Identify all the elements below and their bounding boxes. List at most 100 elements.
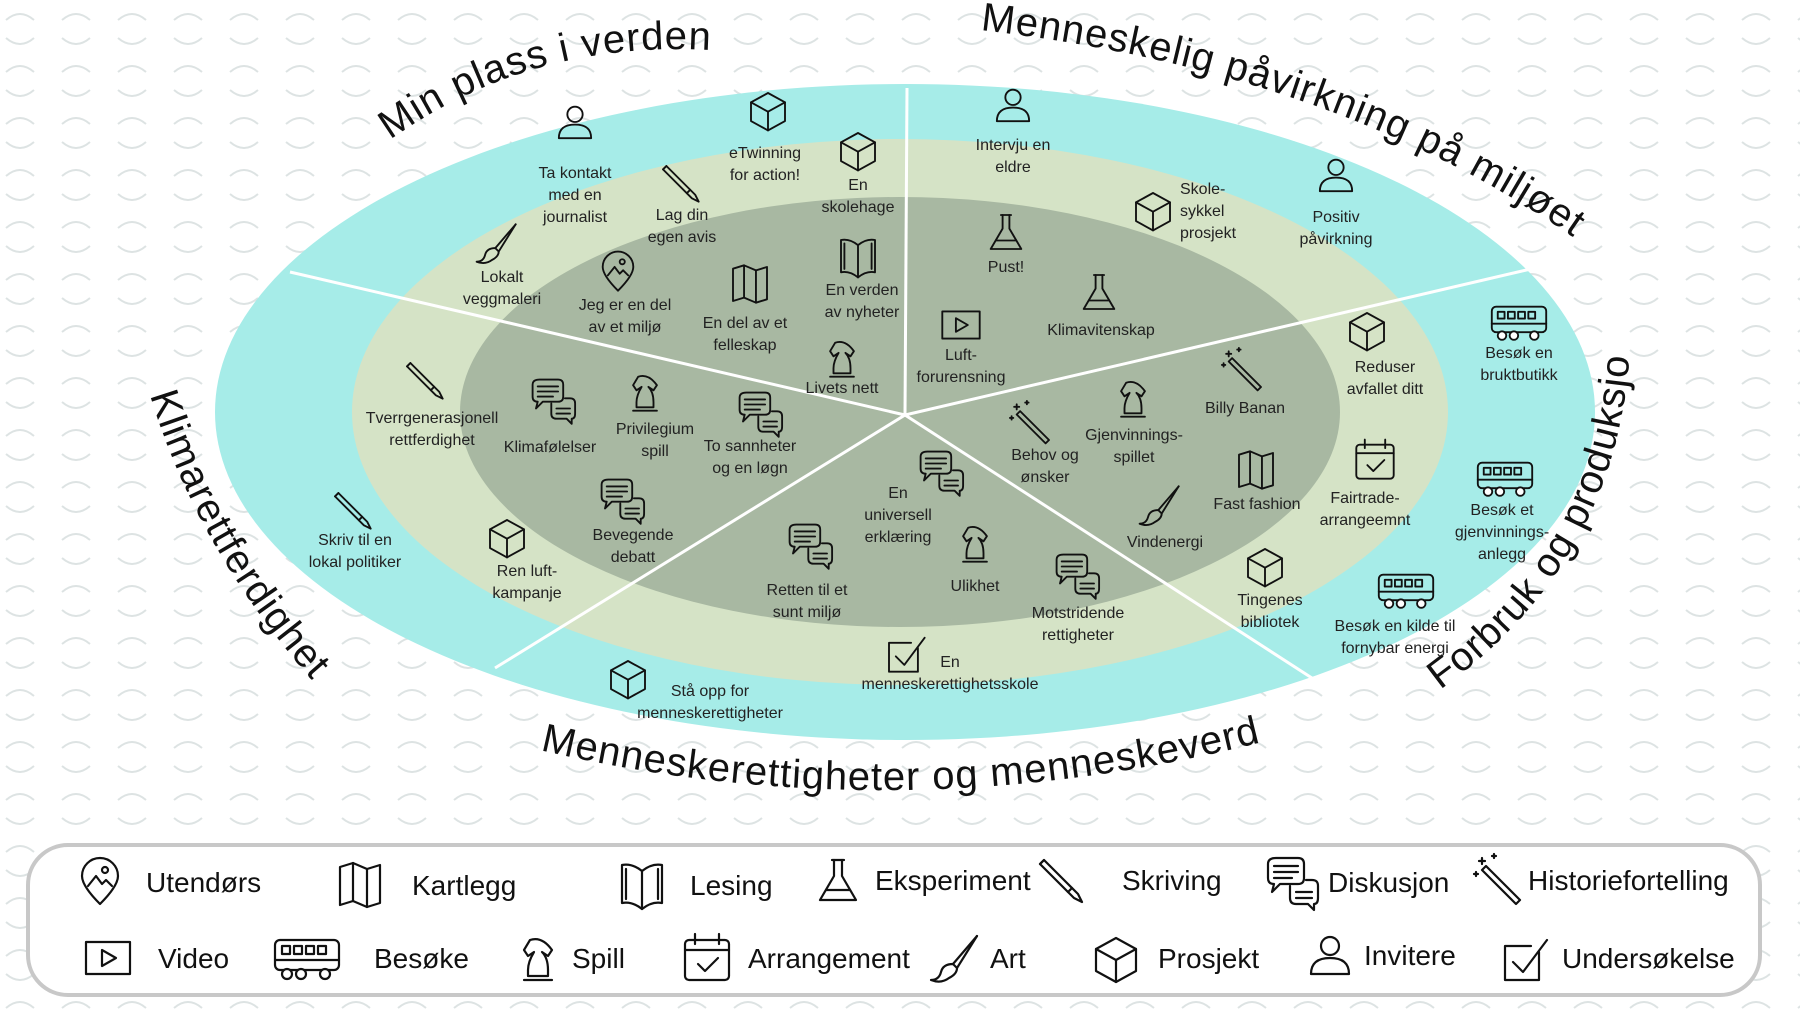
pencil-icon: [662, 165, 700, 203]
activity-item[interactable]: Gjenvinnings-spillet: [1085, 381, 1183, 466]
activity-label-line: Intervju en: [976, 137, 1051, 154]
activity-label-line: gjenvinnings-: [1455, 524, 1549, 541]
pencil-icon: [1038, 858, 1084, 904]
pencil-icon: [406, 362, 444, 400]
activity-item[interactable]: Luft-forurensning: [917, 310, 1006, 386]
activity-label-line: bruktbutikk: [1480, 367, 1558, 384]
person-icon: [1318, 158, 1354, 193]
chess-knight-icon: [829, 341, 855, 378]
chat-icon: [738, 391, 784, 438]
activity-item[interactable]: Pust!: [988, 214, 1024, 276]
legend-label: Historiefortelling: [1528, 865, 1729, 896]
activity-label-line: Besøk et: [1470, 502, 1534, 519]
activity-label-line: spill: [641, 443, 669, 460]
activity-item[interactable]: Besøk en bruktbutikk: [1480, 305, 1559, 384]
activity-item[interactable]: Billy Banan: [1205, 346, 1285, 417]
activity-label-line: En: [888, 485, 908, 502]
activity-label-line: Motstridende: [1032, 605, 1125, 622]
checkbox-icon: [1503, 938, 1549, 982]
wand-icon: [1008, 399, 1050, 445]
activity-label-line: Behov og: [1011, 447, 1079, 464]
map-icon: [1238, 450, 1274, 490]
legend-label: Undersøkelse: [1562, 943, 1735, 974]
legend-label: Lesing: [690, 870, 773, 901]
activity-label-line: fornybar energi: [1341, 640, 1449, 657]
activity-label-line: Reduser: [1355, 359, 1416, 376]
legend-item: Spill: [522, 938, 625, 982]
activity-label-line: erklæring: [865, 529, 932, 546]
wand-icon: [1472, 852, 1522, 906]
calendar-icon: [1355, 438, 1395, 480]
chess-knight-icon: [632, 375, 658, 412]
activity-item[interactable]: Livets nett: [806, 341, 879, 397]
activity-item[interactable]: Fairtrade-arrangeemnt: [1320, 438, 1411, 529]
activity-item[interactable]: Klimavitenskap: [1047, 274, 1155, 339]
person-icon: [1309, 935, 1351, 976]
activity-label-line: spillet: [1114, 449, 1155, 466]
activity-item[interactable]: Ulikhet: [951, 526, 1000, 595]
legend-label: Art: [990, 943, 1026, 974]
brush-icon: [1138, 485, 1180, 526]
legend-label: Eksperiment: [875, 865, 1031, 896]
activity-item[interactable]: Fast fashion: [1213, 450, 1301, 513]
activity-label-line: Pust!: [988, 259, 1024, 276]
activity-item[interactable]: Ren luft-kampanje: [489, 519, 562, 602]
activity-label-line: Lag din: [656, 207, 709, 224]
activity-label: Ulikhet: [951, 578, 1000, 595]
activity-item[interactable]: Vindenergi: [1127, 485, 1203, 551]
activity-label-line: egen avis: [648, 229, 717, 246]
flask-icon: [989, 214, 1023, 250]
legend-item: Kartlegg: [338, 861, 516, 909]
activity-label-line: skolehage: [822, 199, 895, 216]
activity-label: Gjenvinnings-spillet: [1085, 427, 1183, 466]
activity-item[interactable]: Klimafølelser: [504, 378, 597, 456]
activity-label-line: Stå opp for: [671, 682, 750, 700]
legend-item: Lesing: [620, 863, 773, 911]
cube-icon: [1349, 312, 1385, 352]
activity-label-line: Ta kontakt: [539, 165, 612, 182]
activity-label-line: sykkel: [1180, 203, 1224, 220]
map-pin-icon: [601, 250, 635, 292]
checkbox-icon: [888, 636, 926, 673]
activity-label-line: eTwinning: [729, 145, 801, 162]
legend-item: Skriving: [1038, 858, 1222, 904]
legend-item: Invitere: [1309, 935, 1456, 976]
legend-label: Invitere: [1364, 940, 1456, 971]
legend-item: Arrangement: [683, 932, 910, 982]
activity-label-line: Besøk en: [1485, 345, 1553, 362]
activity-label-line: lokal politiker: [309, 554, 402, 571]
activity-item[interactable]: Lag din egen avis: [648, 165, 717, 246]
